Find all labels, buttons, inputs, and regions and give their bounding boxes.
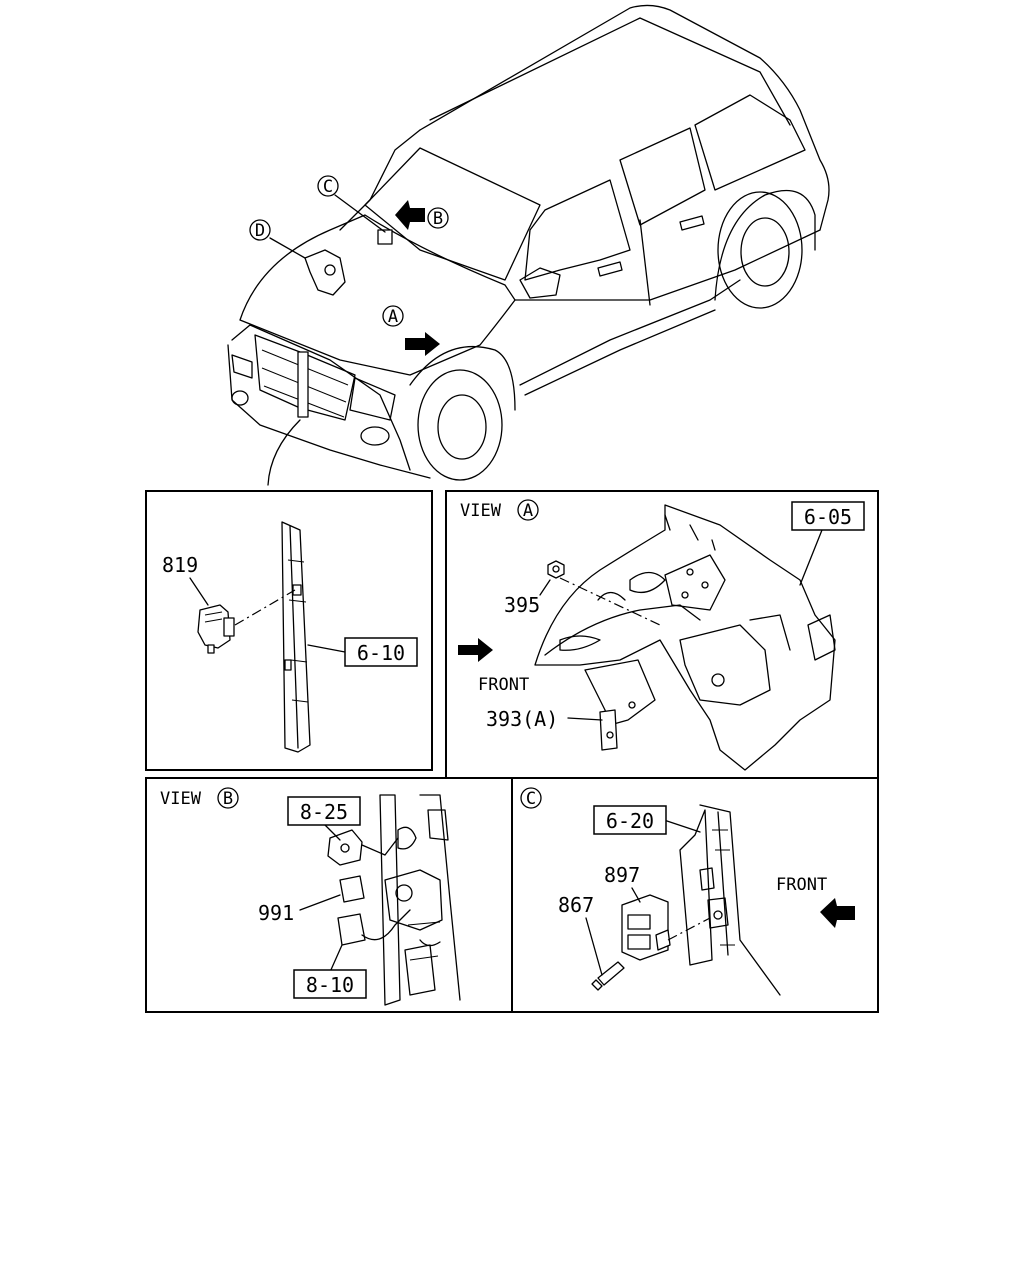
marker-d: D bbox=[249, 219, 271, 241]
part-393-label: 393(A) bbox=[486, 707, 558, 731]
ref-box-8-10 bbox=[293, 969, 367, 999]
part-991-label: 991 bbox=[258, 901, 294, 925]
leader-395-dash bbox=[559, 577, 661, 626]
vehicle-illustration bbox=[227, 4, 830, 486]
bar-illustration bbox=[281, 521, 311, 753]
relay-8-10 bbox=[337, 909, 441, 947]
ref-8-25-label: 8-25 bbox=[300, 800, 348, 824]
part-395-label: 395 bbox=[504, 593, 540, 617]
bolt-867 bbox=[591, 961, 625, 991]
marker-c: C bbox=[317, 175, 339, 197]
part-819-label: 819 bbox=[162, 553, 198, 577]
ref-box-6-05 bbox=[791, 501, 865, 531]
bracket-8-25 bbox=[327, 829, 363, 866]
view-a-letter: A bbox=[517, 499, 539, 521]
panel-view-a bbox=[445, 490, 879, 779]
leader-6-10 bbox=[307, 644, 346, 653]
view-a-word: VIEW bbox=[460, 501, 502, 521]
svg-text:D: D bbox=[255, 221, 265, 241]
view-b-body-panel bbox=[379, 794, 461, 1006]
leader-867 bbox=[585, 917, 603, 976]
svg-text:A: A bbox=[523, 501, 533, 521]
leader-6-05 bbox=[799, 529, 823, 586]
fender-apron-illustration bbox=[534, 504, 836, 771]
leader-8-10 bbox=[329, 944, 343, 973]
svg-text:C: C bbox=[323, 177, 333, 197]
svg-text:B: B bbox=[433, 209, 443, 229]
ref-6-20-label: 6-20 bbox=[606, 809, 654, 833]
ref-6-10-label: 6-10 bbox=[357, 641, 405, 665]
leader-395 bbox=[539, 579, 551, 596]
sensor-819 bbox=[197, 604, 235, 654]
view-b-letter: B bbox=[217, 787, 239, 809]
leader-819 bbox=[189, 577, 209, 606]
front-label-view-a: FRONT bbox=[478, 675, 529, 695]
front-arrow-view-a bbox=[458, 638, 493, 662]
marker-b: B bbox=[427, 207, 449, 229]
module-897 bbox=[621, 894, 671, 961]
view-c-letter: C bbox=[520, 787, 542, 809]
leader-897 bbox=[631, 887, 641, 903]
marker-a: A bbox=[382, 305, 404, 327]
front-label-view-c: FRONT bbox=[776, 875, 827, 895]
view-c-pillar bbox=[679, 804, 781, 996]
svg-text:A: A bbox=[388, 307, 398, 327]
leader-819-dash bbox=[234, 589, 296, 626]
nut-395 bbox=[547, 560, 565, 579]
leader-6-20 bbox=[663, 819, 701, 833]
line-bracket-connector bbox=[361, 837, 399, 856]
leader-897-dash bbox=[667, 917, 711, 941]
leader-991 bbox=[299, 894, 341, 911]
leader-8-25 bbox=[324, 824, 341, 841]
front-arrow-view-c bbox=[820, 898, 855, 928]
part-867-label: 867 bbox=[558, 893, 594, 917]
panel-view-c bbox=[511, 777, 879, 1013]
ref-box-6-10 bbox=[344, 637, 418, 667]
ref-6-05-label: 6-05 bbox=[804, 505, 852, 529]
ref-box-6-20 bbox=[593, 805, 667, 835]
leader-393 bbox=[567, 717, 603, 721]
panel-front-bar bbox=[145, 490, 433, 771]
bracket-393 bbox=[584, 659, 656, 751]
svg-text:B: B bbox=[223, 789, 233, 809]
relay-991 bbox=[339, 875, 365, 903]
view-b-word: VIEW bbox=[160, 789, 202, 809]
svg-text:C: C bbox=[526, 789, 536, 809]
ref-8-10-label: 8-10 bbox=[306, 973, 354, 997]
part-897-label: 897 bbox=[604, 863, 640, 887]
ref-box-8-25 bbox=[287, 796, 361, 826]
